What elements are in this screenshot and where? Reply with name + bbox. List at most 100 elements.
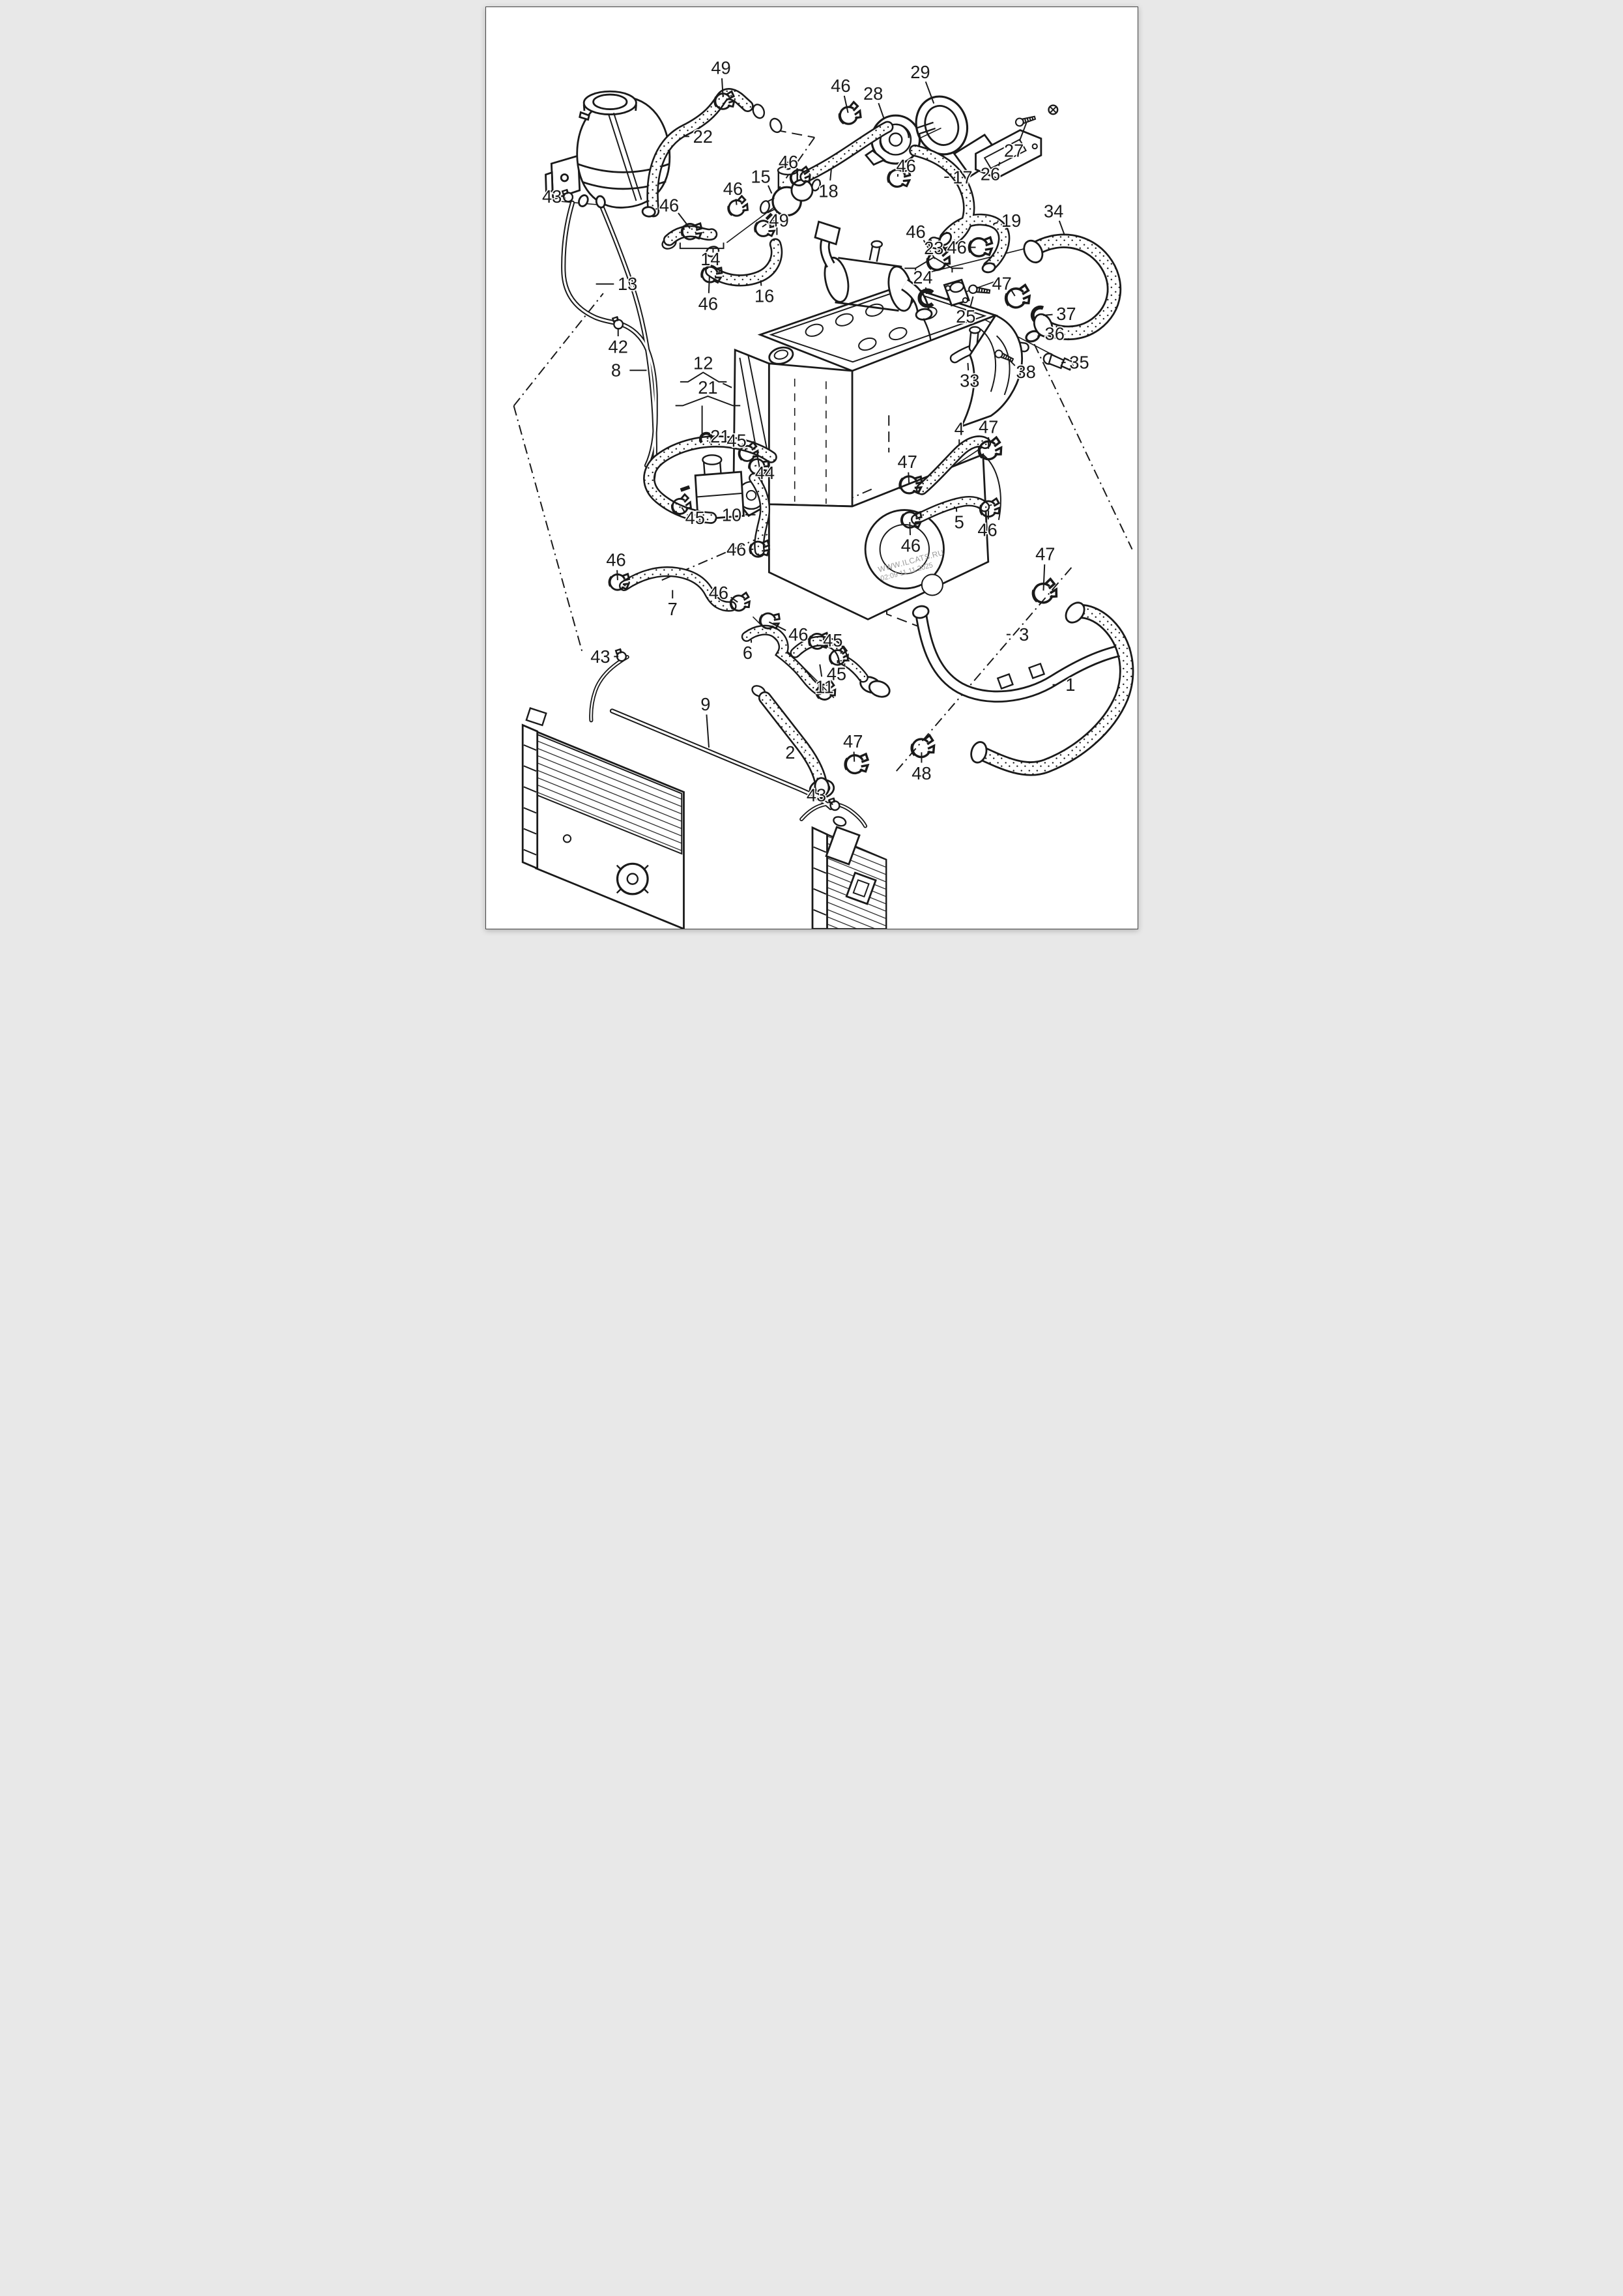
leader-line: [708, 276, 710, 293]
leader-line: [767, 185, 772, 194]
leader-line: [760, 280, 762, 286]
callout-label-46-19: 46: [947, 237, 966, 257]
leader-line: [818, 664, 822, 677]
callout-label-49-6: 49: [769, 210, 788, 230]
screw-clamp-icon: [611, 316, 624, 330]
aux-pump-reservoir: [680, 454, 745, 521]
leader-line: [705, 714, 710, 748]
parts-diagram-svg: WWW.ILCATS.RU 02:09 11.11.2025 492243461…: [513, 57, 1134, 929]
callout-label-17-14: 17: [953, 167, 972, 187]
leader-line: [730, 596, 738, 603]
callout-label-13-29: 13: [618, 274, 637, 294]
leader-line: [1007, 358, 1015, 366]
callout-label-46-15: 46: [896, 156, 915, 176]
coolant-flange-group: [919, 278, 1074, 371]
callout-label-6-54: 6: [742, 643, 752, 663]
callout-label-47-44: 47: [978, 416, 998, 437]
callout-label-12-35: 12: [693, 353, 713, 373]
callout-label-19-16: 19: [1001, 211, 1020, 231]
leader-line: [616, 570, 618, 581]
callout-label-33-28: 33: [960, 371, 979, 391]
callout-label-36-25: 36: [1044, 323, 1064, 343]
leader-line: [1042, 564, 1045, 591]
callout-label-46-7: 46: [778, 152, 797, 172]
leader-line: [925, 287, 927, 295]
hose-clamp-icon: [908, 734, 936, 760]
callout-label-27-12: 27: [1003, 140, 1023, 160]
leader-line: [827, 800, 833, 806]
leader-line: [993, 222, 998, 225]
leader-line: [761, 223, 767, 228]
leader-line: [969, 296, 973, 307]
callout-label-45-58: 45: [823, 630, 842, 650]
callout-label-46-53: 46: [788, 624, 808, 645]
leader-line: [754, 465, 756, 467]
callout-label-46-5: 46: [723, 179, 742, 199]
callout-label-9-56: 9: [700, 694, 710, 714]
pump-seal-ring: [915, 95, 968, 156]
leader-line: [923, 240, 936, 259]
callout-label-28-10: 28: [863, 83, 882, 104]
expansion-tank: [544, 90, 670, 209]
callout-label-1-65: 1: [1065, 675, 1075, 695]
callout-label-45-40: 45: [685, 508, 704, 528]
callout-label-5-46: 5: [954, 512, 964, 532]
callout-label-37-24: 37: [1056, 304, 1076, 324]
flange-stud-icon: [967, 283, 991, 297]
callout-label-15-4: 15: [751, 167, 770, 187]
callout-label-22-1: 22: [693, 126, 712, 147]
callout-label-18-8: 18: [818, 181, 838, 201]
callout-label-29-11: 29: [910, 62, 930, 82]
leader-line: [721, 78, 724, 98]
leader-line: [1058, 220, 1065, 236]
callout-label-46-52: 46: [708, 583, 728, 603]
auxiliary-water-pump: [864, 95, 1058, 180]
callout-label-25-22: 25: [956, 306, 975, 327]
leader-line: [998, 162, 1000, 166]
temperature-sensor: [1042, 353, 1074, 371]
callout-label-43-2: 43: [541, 186, 561, 207]
callout-label-11-57: 11: [815, 676, 833, 697]
pump-bracket: [974, 129, 1042, 180]
leader-line: [925, 81, 934, 104]
callout-label-4-43: 4: [954, 419, 964, 439]
callout-label-42-30: 42: [608, 337, 627, 357]
callout-label-46-47: 46: [977, 520, 997, 540]
leader-line: [829, 168, 832, 181]
callout-label-45-38: 45: [726, 430, 746, 450]
leader-line: [795, 170, 798, 176]
callout-label-46-9: 46: [831, 76, 850, 96]
engine-block: [732, 283, 1023, 620]
leader-line: [907, 472, 910, 484]
callout-label-47-49: 47: [1035, 544, 1055, 564]
radiator: [521, 707, 685, 929]
callout-label-21-36: 21: [698, 377, 717, 398]
leader-line: [680, 507, 685, 512]
aux-radiator: [809, 779, 887, 929]
callout-label-46-3: 46: [659, 195, 678, 215]
leader-line: [1011, 290, 1016, 297]
callout-label-46-18: 46: [906, 222, 925, 242]
thermostat-connector: [859, 676, 891, 698]
callout-label-45-59: 45: [826, 663, 846, 684]
fittings: [661, 104, 891, 698]
screw-clamp-icon: [828, 797, 840, 811]
callout-label-10-41: 10: [721, 504, 741, 525]
callout-label-35-26: 35: [1069, 353, 1089, 373]
callout-label-3-64: 3: [1019, 624, 1029, 645]
leader-line: [1037, 334, 1041, 337]
intake-manifold: [959, 314, 1023, 428]
callout-label-14-31: 14: [700, 249, 720, 269]
callout-label-49-0: 49: [711, 58, 730, 78]
callout-label-46-32: 46: [698, 293, 717, 313]
hose-clamp-icon: [966, 233, 994, 259]
radiator-side-tank: [521, 723, 538, 870]
callout-label-26-13: 26: [980, 164, 999, 184]
callout-label-47-45: 47: [897, 452, 917, 472]
callout-label-21-37: 21: [710, 426, 730, 446]
callout-label-7-51: 7: [667, 599, 677, 619]
callout-label-46-48: 46: [900, 536, 920, 556]
